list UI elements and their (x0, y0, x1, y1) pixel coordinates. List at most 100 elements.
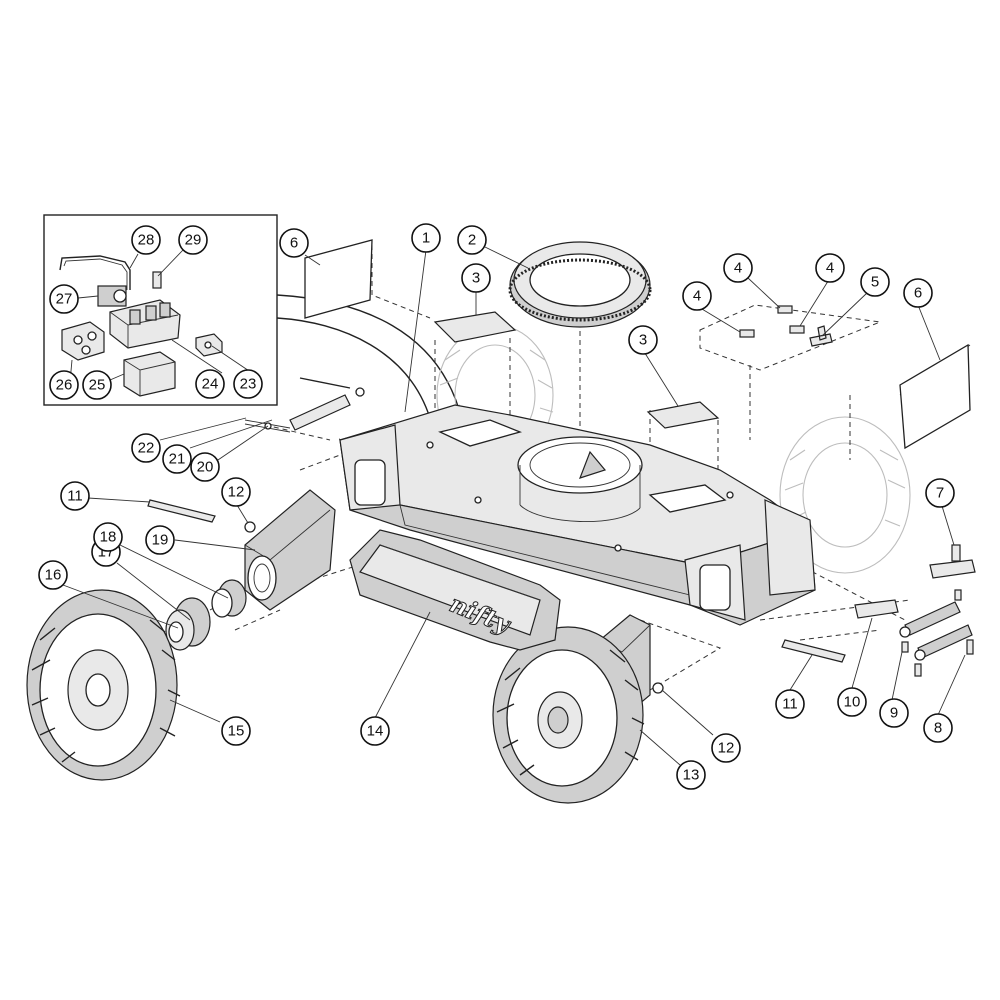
cover-plate-3a (433, 311, 517, 343)
part-4b (777, 305, 793, 314)
callout-11a: 11 (60, 481, 90, 511)
svg-text:29: 29 (185, 232, 202, 249)
svg-text:20: 20 (197, 459, 214, 476)
svg-text:28: 28 (138, 232, 155, 249)
pin-7 (951, 544, 961, 562)
callout-10: 10 (837, 687, 867, 717)
svg-text:26: 26 (56, 377, 73, 394)
bushing-12b (652, 682, 664, 694)
pin-8 (966, 639, 974, 655)
wheel-15 (26, 589, 181, 781)
shaft-21 (289, 394, 351, 431)
cylinders-8-9 (854, 544, 976, 677)
svg-text:25: 25 (89, 377, 106, 394)
part-4c (789, 325, 805, 334)
steer-arm-19 (244, 489, 336, 611)
svg-text:22: 22 (138, 440, 155, 457)
svg-text:8: 8 (934, 720, 942, 737)
callout-20: 20 (190, 452, 220, 482)
callout-9: 9 (879, 698, 909, 728)
svg-text:24: 24 (202, 376, 219, 393)
inset-frame (43, 214, 278, 406)
callout-13: 13 (676, 760, 706, 790)
svg-text:9: 9 (890, 705, 898, 722)
callout-2: 2 (457, 225, 487, 255)
svg-text:7: 7 (936, 485, 944, 502)
svg-text:23: 23 (240, 376, 257, 393)
svg-text:16: 16 (45, 567, 62, 584)
callout-21: 21 (162, 444, 192, 474)
callout-1: 1 (411, 223, 441, 253)
wheel-13 (492, 626, 645, 804)
callout-27: 27 (49, 284, 79, 314)
callout-15: 15 (221, 716, 251, 746)
svg-text:19: 19 (152, 532, 169, 549)
callout-26: 26 (49, 370, 79, 400)
callout-8: 8 (923, 713, 953, 743)
callout-18: 18 (93, 522, 123, 552)
svg-text:1: 1 (422, 230, 430, 247)
callout-25: 25 (82, 370, 112, 400)
callout-14: 14 (360, 716, 390, 746)
callout-6b: 6 (903, 278, 933, 308)
pipe-28 (59, 255, 131, 290)
callout-16: 16 (38, 560, 68, 590)
callout-23: 23 (233, 369, 263, 399)
cylinder-lower (917, 624, 973, 659)
side-panel-6a (304, 239, 373, 319)
manifold-26 (61, 321, 105, 361)
svg-text:10: 10 (844, 694, 861, 711)
plate-10 (854, 599, 899, 619)
svg-text:15: 15 (228, 723, 245, 740)
slew-ring-2 (508, 241, 652, 328)
drive-motor-18 (211, 579, 247, 618)
callout-22: 22 (131, 433, 161, 463)
pin-9 (901, 641, 909, 653)
svg-text:12: 12 (228, 484, 245, 501)
hose-curve-inner (276, 317, 433, 426)
side-panel-6b (899, 343, 971, 450)
callout-11b: 11 (775, 689, 805, 719)
svg-text:11: 11 (782, 696, 798, 713)
svg-text:12: 12 (718, 740, 735, 757)
part-4a (739, 329, 755, 338)
callout-12b: 12 (711, 733, 741, 763)
svg-text:4: 4 (693, 288, 701, 305)
svg-text:3: 3 (639, 332, 647, 349)
callout-12a: 12 (221, 477, 251, 507)
axle-shaft-11a (147, 499, 216, 523)
callout-24: 24 (195, 369, 225, 399)
cover-plate-3b (646, 401, 720, 429)
callout-28: 28 (131, 225, 161, 255)
box-25 (123, 351, 176, 397)
svg-text:11: 11 (67, 488, 83, 505)
callout-4a: 4 (682, 281, 712, 311)
callout-4b: 4 (723, 253, 753, 283)
callout-19: 19 (145, 525, 175, 555)
callout-5: 5 (860, 267, 890, 297)
fitting-29 (152, 271, 162, 289)
svg-text:14: 14 (367, 723, 384, 740)
hub-17 (165, 597, 211, 651)
svg-text:5: 5 (871, 274, 879, 291)
valve-inset (43, 214, 278, 406)
cylinder-upper (904, 601, 961, 636)
svg-text:6: 6 (914, 285, 922, 302)
svg-text:21: 21 (169, 451, 186, 468)
svg-text:2: 2 (468, 232, 476, 249)
bushing-12a (244, 521, 256, 533)
callout-7: 7 (925, 478, 955, 508)
svg-text:27: 27 (56, 291, 73, 308)
callout-6a: 6 (279, 228, 309, 258)
callout-29: 29 (178, 225, 208, 255)
svg-text:18: 18 (100, 529, 117, 546)
pin-upper (299, 377, 351, 389)
svg-text:4: 4 (826, 260, 834, 277)
plate-7 (929, 559, 976, 579)
svg-text:13: 13 (683, 767, 700, 784)
axle-shaft-11b (781, 639, 846, 663)
callout-3a: 3 (461, 263, 491, 293)
leader-lines (62, 246, 966, 766)
